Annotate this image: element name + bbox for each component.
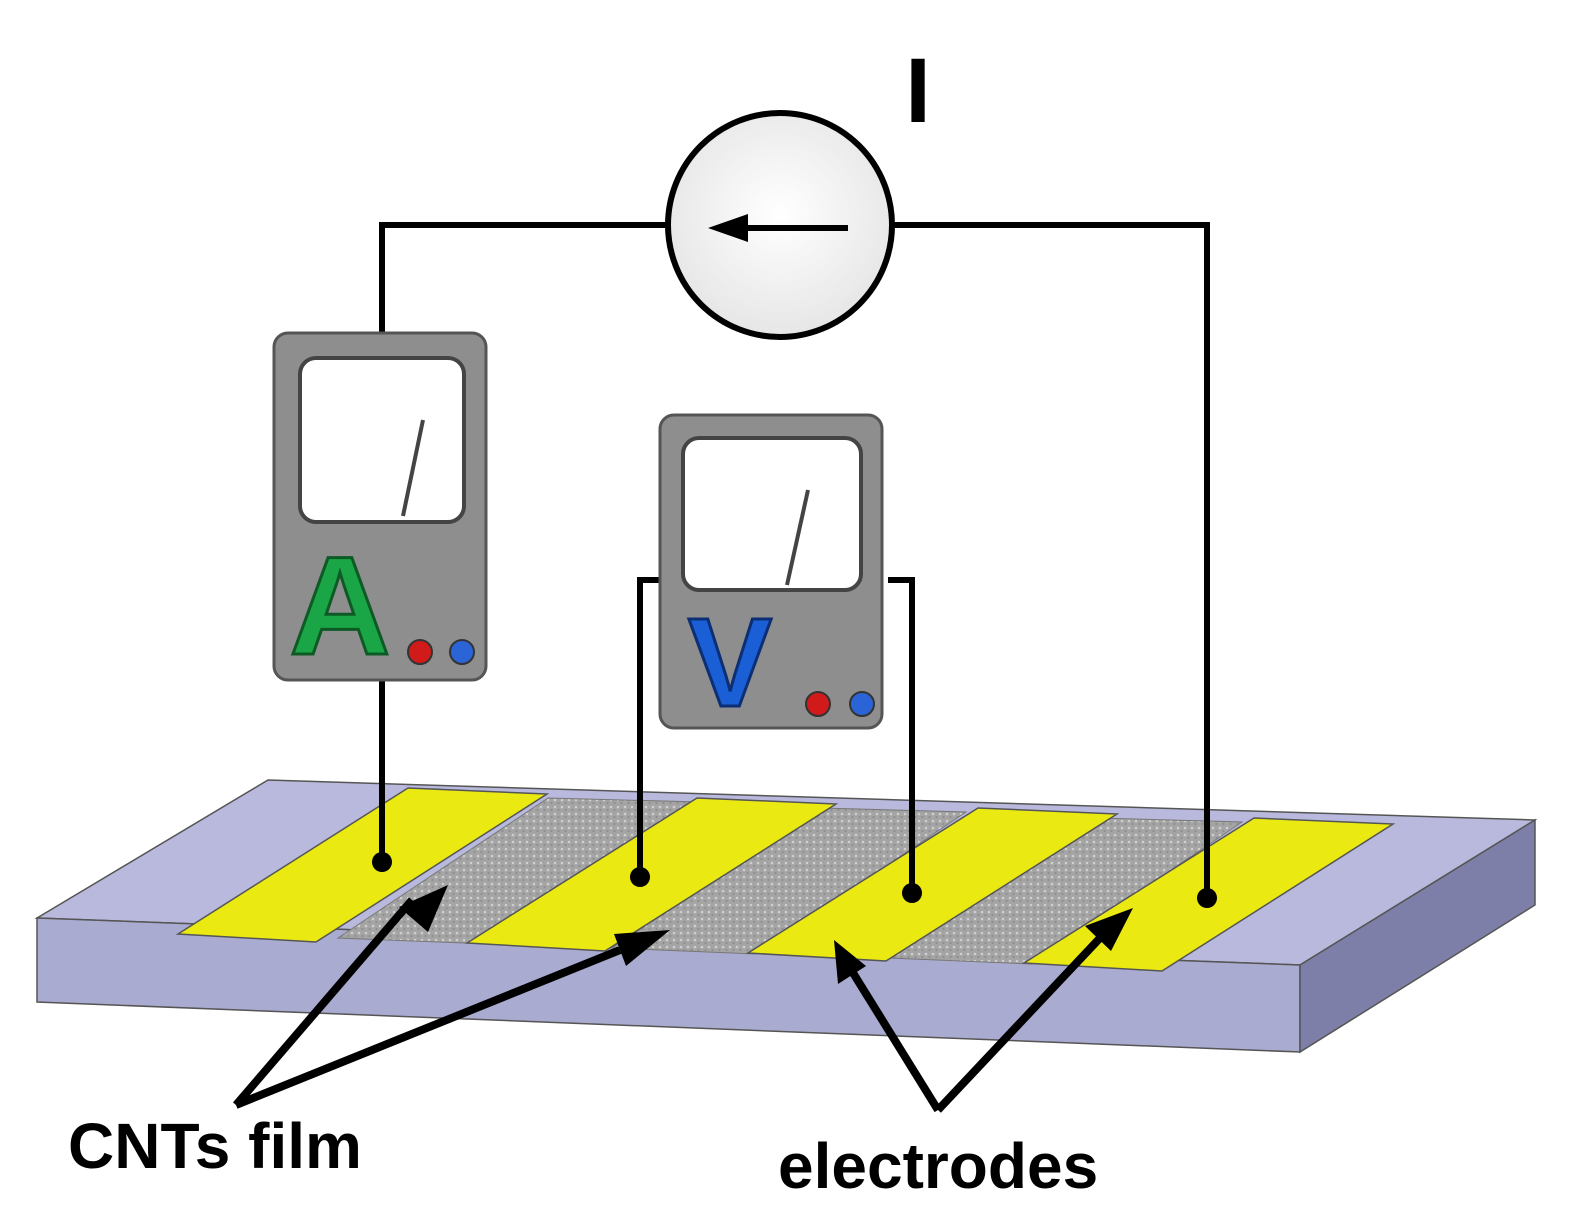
cnts-film-pointer-line	[232, 897, 416, 1108]
ammeter-dial-face	[298, 356, 466, 524]
cnts-film-strips	[336, 797, 1244, 965]
electrode-strip	[175, 787, 550, 943]
voltmeter-letter: V	[688, 592, 772, 733]
wire-source-to-ammeter	[379, 222, 668, 338]
probe-contacts	[372, 852, 1217, 908]
pointer-arrows	[232, 885, 1133, 1113]
electrodes-arrowhead	[1085, 908, 1133, 951]
current-symbol-label: I	[905, 40, 931, 142]
wire-source-to-right-electrode	[892, 222, 1210, 898]
electrodes-pointer-line	[935, 935, 1103, 1113]
cnts-film-pointer-line	[234, 946, 622, 1109]
ammeter-needle	[401, 419, 425, 517]
probe-contact-dot	[902, 883, 922, 903]
probe-contact-dot	[372, 852, 392, 872]
probe-contact-dot	[630, 867, 650, 887]
cnts-film-label: CNTs film	[68, 1110, 362, 1182]
circuit-wires	[379, 222, 1210, 898]
wire-voltmeter-right-probe	[888, 577, 915, 893]
wire-voltmeter-left-probe	[637, 577, 666, 877]
ammeter-letter: A	[289, 527, 390, 684]
probe-contact-dot	[1197, 888, 1217, 908]
voltmeter-needle	[785, 489, 810, 586]
electrodes-arrowhead	[834, 940, 866, 984]
cnts-film-arrowhead	[399, 885, 448, 932]
substrate-side-face	[1299, 818, 1536, 1054]
voltmeter-dial-face	[681, 436, 863, 592]
electrode-strip	[464, 797, 839, 952]
electrodes-pointer-line	[846, 965, 942, 1113]
ammeter-icon: A	[272, 331, 488, 686]
voltmeter-knob-red	[805, 691, 831, 717]
cnts-film-arrowhead	[614, 930, 670, 966]
electrodes-label: electrodes	[778, 1130, 1098, 1202]
current-source-arrow-left-icon	[665, 110, 895, 340]
current-direction-arrowhead	[708, 214, 748, 242]
voltmeter-icon: V	[658, 413, 884, 735]
voltmeter-knob-blue	[849, 691, 875, 717]
ammeter-knob-blue	[449, 639, 475, 665]
ammeter-knob-red	[407, 639, 433, 665]
